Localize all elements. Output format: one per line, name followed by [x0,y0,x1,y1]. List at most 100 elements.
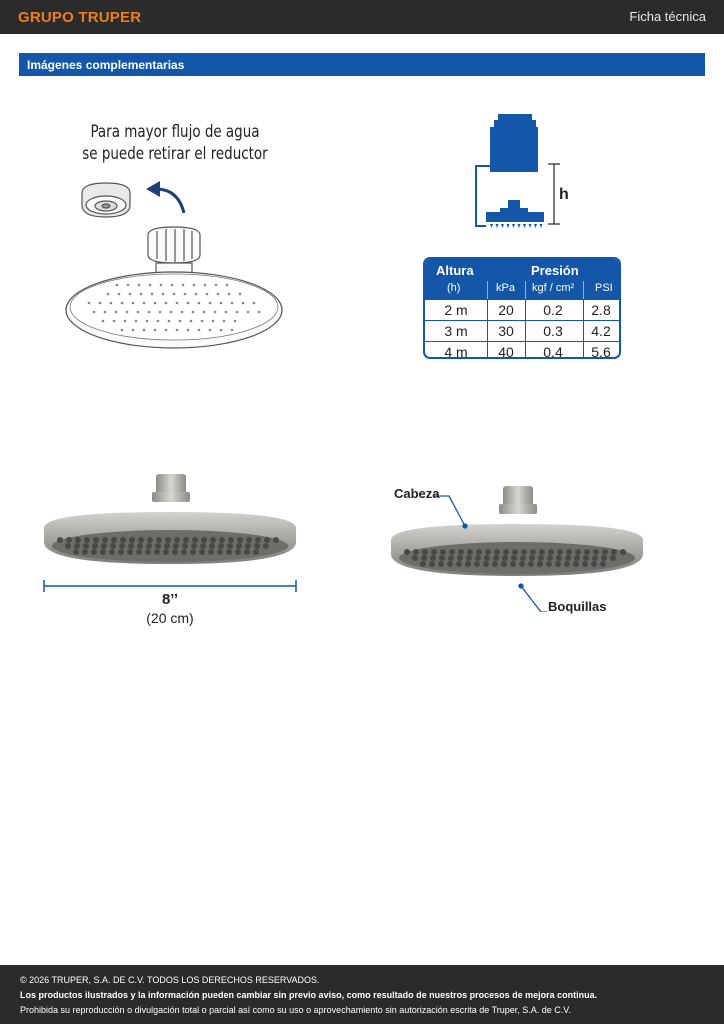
nozzle-hole [142,328,146,332]
water-drop-icon [534,224,537,228]
nozzle [547,555,553,561]
nozzle [65,543,71,549]
connector-icon [147,226,201,278]
nozzle [564,561,570,567]
nozzle-hole [189,319,193,323]
nozzle-hole [145,319,149,323]
nozzle-hole [186,301,190,305]
nozzle [255,537,261,543]
nozzle-hole [203,283,207,287]
nozzle [73,549,79,555]
nozzle-hole [159,283,163,287]
nozzle-hole [150,292,154,296]
nozzle [421,555,427,561]
nozzle [404,549,410,555]
nozzle-hole [219,328,223,332]
water-drop-icon [506,224,510,228]
nozzle [465,561,471,567]
nozzle [575,549,581,555]
nozzle [201,537,207,543]
cell-altura: 2 m [444,302,468,318]
nozzle [101,543,107,549]
cell-kgf: 0.3 [543,323,563,339]
nozzle [485,549,491,555]
nozzle-hole [224,310,228,314]
nozzle [555,561,561,567]
nozzle [440,549,446,555]
nozzle [236,543,242,549]
nozzle [127,549,133,555]
reductor-icon [81,182,131,218]
nozzle-hole [169,310,173,314]
nozzle [57,537,63,543]
nozzle [174,537,180,543]
nozzle-hole [186,328,190,332]
cell-kgf: 0.4 [543,344,563,359]
nozzle-hole [120,328,124,332]
nozzle-hole [137,283,141,287]
height-diagram [475,114,560,228]
nozzle-hole [194,292,198,296]
nozzle-hole [175,328,179,332]
nozzle [92,543,98,549]
nozzle [602,549,608,555]
nozzle [510,561,516,567]
section-title: Imágenes complementarias [27,58,185,72]
nozzle [181,549,187,555]
cell-kpa: 30 [498,323,514,339]
nozzle-hole [167,319,171,323]
nozzle [82,549,88,555]
nozzle-hole [101,319,105,323]
nozzle [217,549,223,555]
nozzle [74,543,80,549]
nozzle-hole [148,283,152,287]
header-altura: Altura [436,263,474,278]
nozzle [165,537,171,543]
nozzle [448,555,454,561]
nozzle-hole [170,283,174,287]
height-label: h [559,186,569,203]
nozzle-hole [241,301,245,305]
callout-head: Cabeza [394,486,440,501]
dimension-line [43,580,297,592]
nozzle [430,555,436,561]
nozzle-hole [214,283,218,287]
nozzle-hole [183,292,187,296]
shower-head-photo [391,486,643,576]
nozzle [492,561,498,567]
table-row: 4 m 40 0.4 5.6 [425,341,619,359]
nozzle [475,555,481,561]
nozzle-hole [142,301,146,305]
nozzle [210,537,216,543]
nozzle-hole [192,283,196,287]
nozzle [254,543,260,549]
nozzle [154,549,160,555]
water-drop-icon [523,224,526,228]
reductor-note-line1: Para mayor flujo de agua [90,122,260,142]
nozzle [483,561,489,567]
nozzle [138,537,144,543]
nozzle [183,537,189,543]
nozzle [182,543,188,549]
nozzle-hole [153,328,157,332]
reductor-note: Para mayor flujo de agua se puede retira… [55,121,295,165]
nozzle [273,537,279,543]
document-type: Ficha técnica [629,9,706,24]
table-row: 3 m 30 0.3 4.2 [425,320,619,341]
header-presion: Presión [531,263,579,278]
nozzle-hole [164,328,168,332]
nozzle-hole [156,319,160,323]
water-drop-icon [495,224,499,228]
nozzle-hole [109,301,113,305]
nozzle [620,549,626,555]
nozzle [155,543,161,549]
curved-arrow-icon [146,181,186,214]
nozzle [118,549,124,555]
water-drop-icon [517,224,521,228]
nozzle [191,543,197,549]
pressure-table-header: Altura (h) Presión kPa kgf / cm² PSI [425,259,619,299]
nozzle [601,555,607,561]
nozzle [245,543,251,549]
cell-psi: 2.8 [591,302,611,318]
nozzle-hole [153,301,157,305]
